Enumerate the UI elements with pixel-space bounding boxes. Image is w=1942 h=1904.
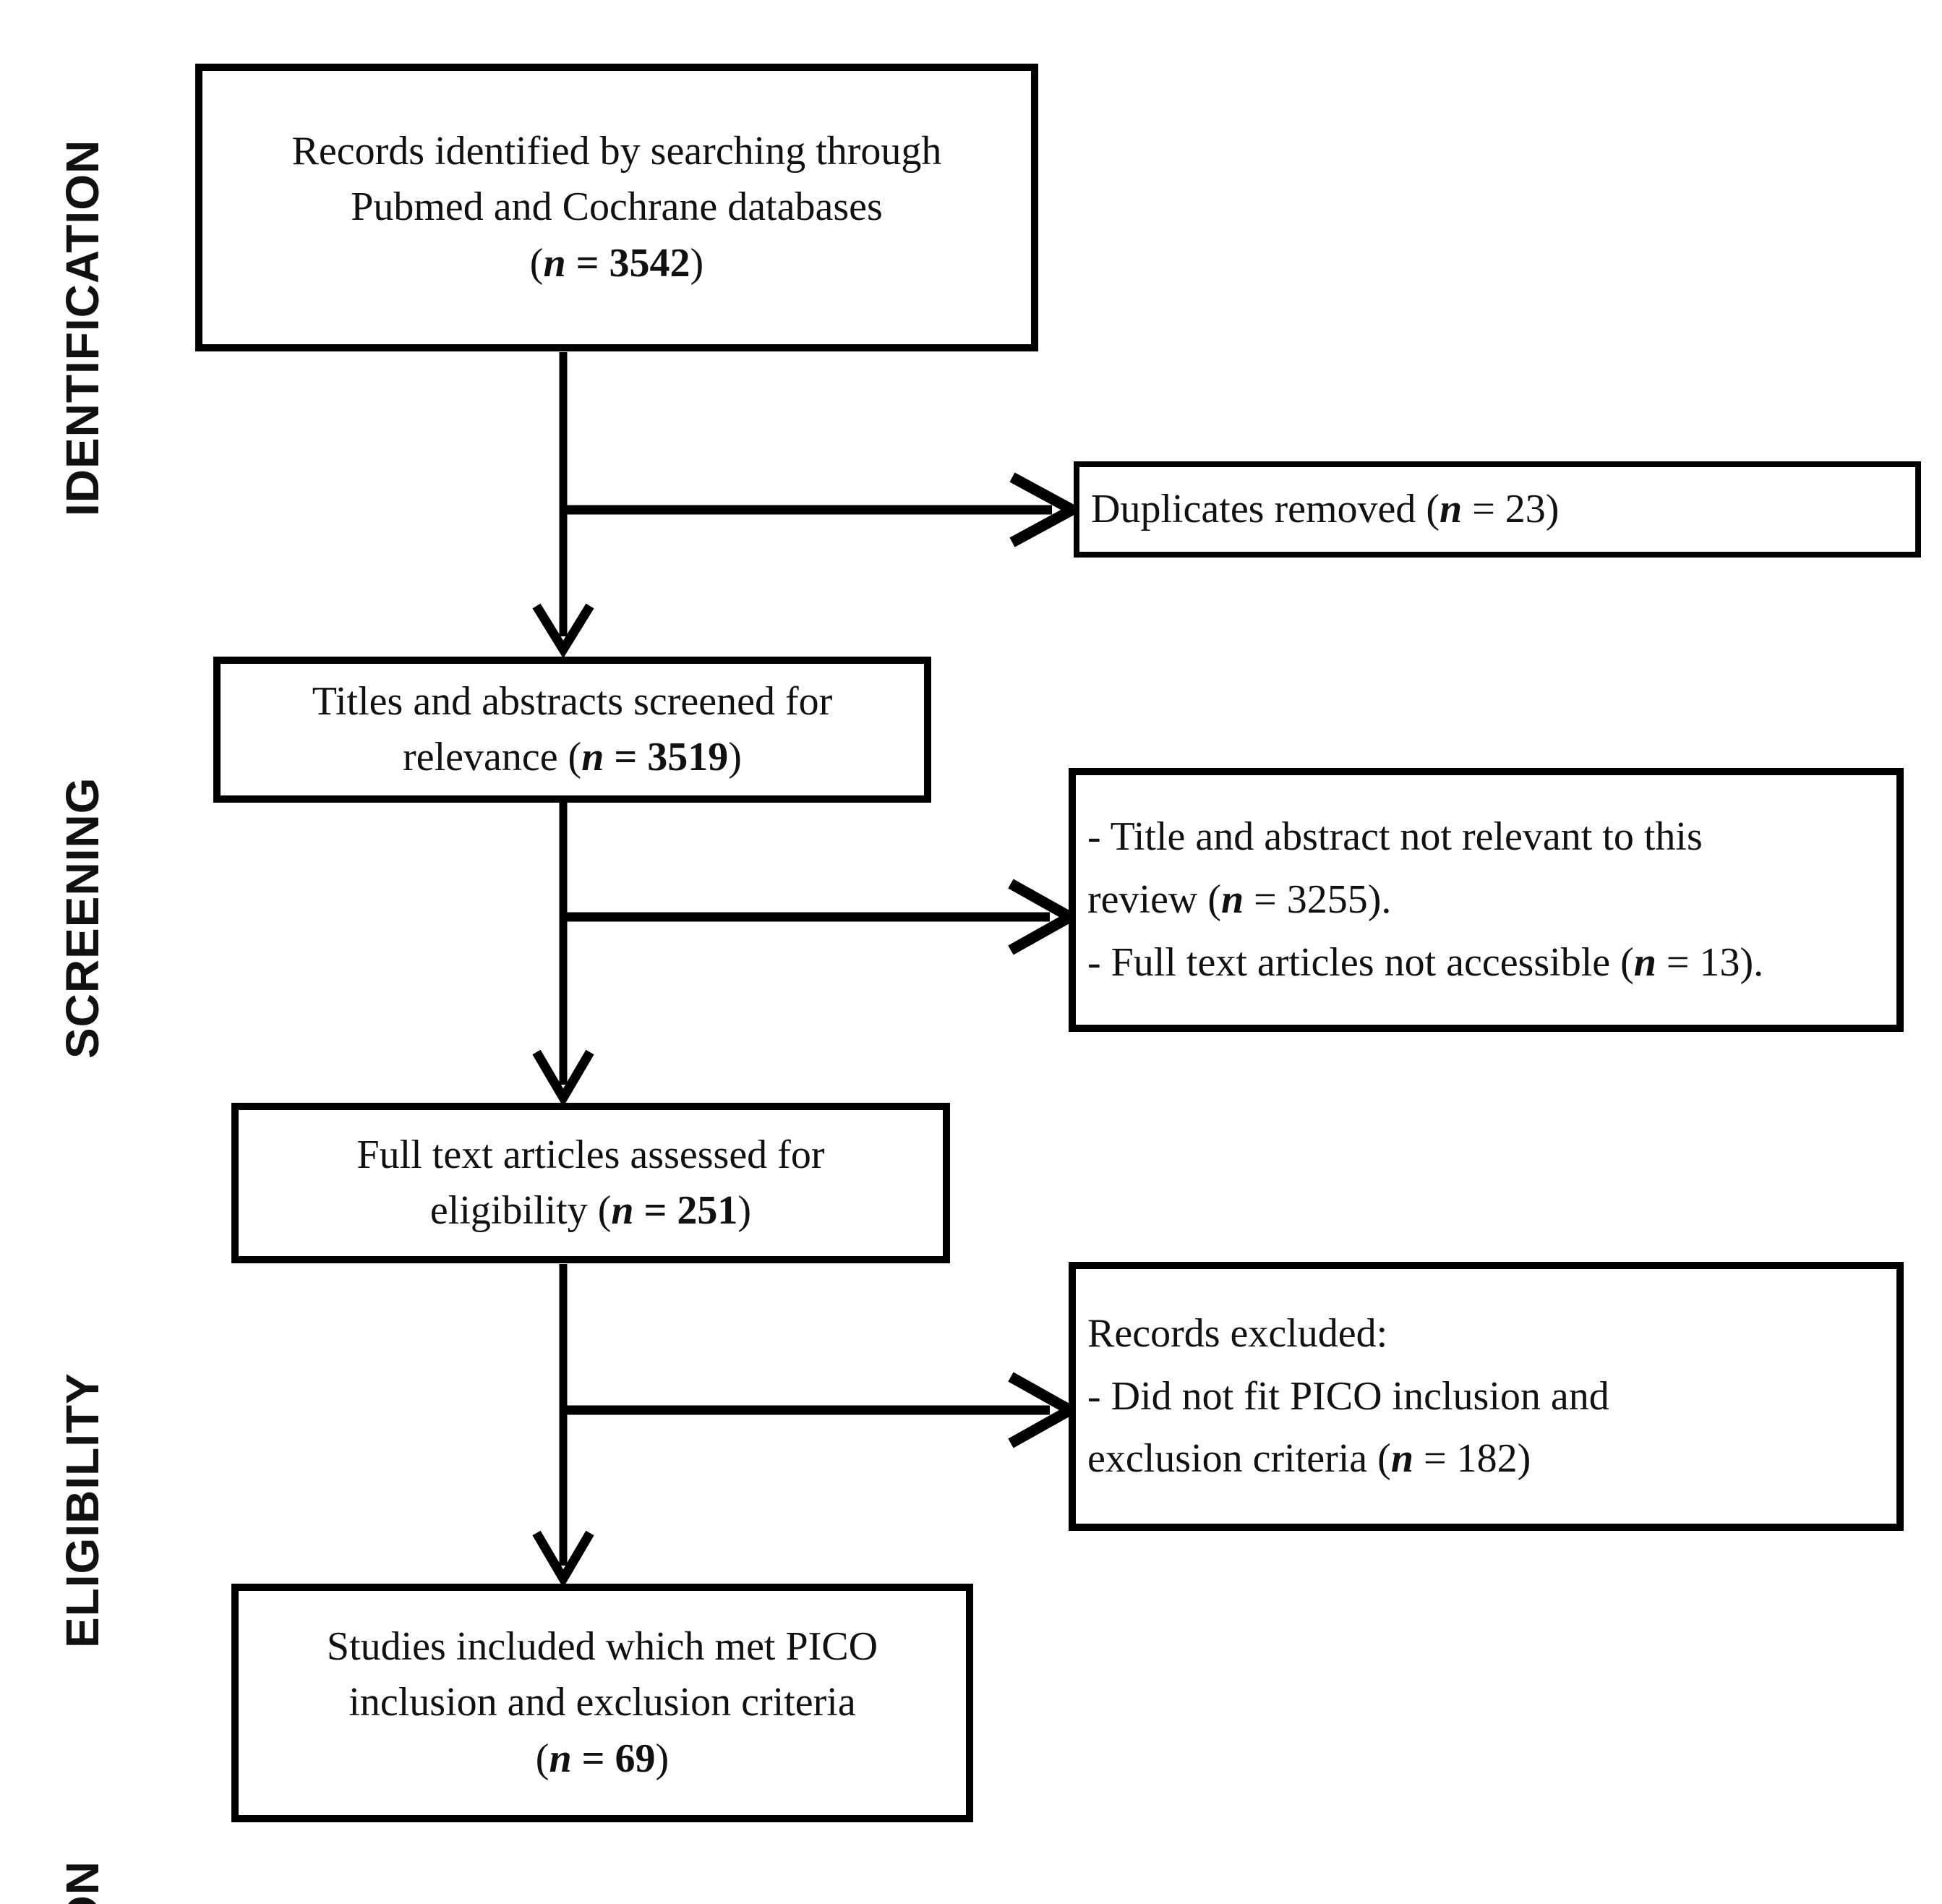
paren-close: ). [1740,939,1764,985]
n-value: 3255 [1286,877,1368,923]
n-equals: = [604,735,648,780]
n-variable: n [543,240,566,286]
n-value: 182 [1456,1436,1518,1482]
arrowhead-right-duplicates [1009,472,1084,547]
paren-open: ( [535,1736,549,1781]
arrowhead-down-screened [532,603,594,659]
review-label: review ( [1087,877,1222,923]
n-variable: n [1633,939,1656,985]
arrowhead-down-included [532,1530,594,1588]
screening-exclusions-text: - Title and abstract not relevant to thi… [1076,806,1896,994]
studies-included-line2: inclusion and exclusion criteria [348,1680,856,1725]
relevance-label: relevance ( [403,735,582,780]
box-duplicates-removed: Duplicates removed (n = 23) [1074,461,1921,558]
titles-screened-line1: Titles and abstracts screened for [312,678,833,724]
eligibility-label: eligibility ( [429,1188,612,1233]
n-value: 3542 [609,240,690,286]
phase-label-inclusion: INCLUSION [56,1832,108,1904]
n-equals: = [1656,939,1700,985]
duplicates-removed-text: Duplicates removed (n = 23) [1079,482,1915,537]
phase-label-identification: IDENTIFICATION [56,139,108,516]
box-full-text-assessed: Full text articles assessed for eligibil… [231,1103,950,1263]
box-titles-abstracts-screened: Titles and abstracts screened for releva… [213,657,931,803]
arrowhead-right-exclusions [1008,879,1082,955]
records-excluded-bullet-line1: - Did not fit PICO inclusion and [1087,1373,1609,1419]
studies-included-count: (n = 69) [250,1731,954,1787]
records-excluded-bullet-line2: exclusion criteria (n = 182) [1087,1427,1885,1490]
screening-exclusion-bullet2: - Full text articles not accessible (n =… [1087,931,1885,994]
box-screening-exclusions: - Title and abstract not relevant to thi… [1069,768,1904,1032]
n-value: 3519 [647,735,729,780]
paren-close: ) [655,1736,670,1781]
n-variable: n [611,1188,634,1233]
records-identified-count: (n = 3542) [214,236,1019,291]
n-variable: n [1440,486,1463,532]
phase-label-eligibility: ELIGIBILITY [56,1372,108,1648]
n-equals: = [1462,486,1505,532]
n-variable: n [581,735,604,780]
studies-included-line1: Studies included which met PICO [326,1624,878,1670]
duplicates-label: Duplicates removed ( [1091,486,1440,532]
arrowhead-down-fulltext [532,1049,594,1107]
n-variable: n [1390,1436,1413,1482]
screening-exclusion-bullet1-line1: - Title and abstract not relevant to thi… [1087,814,1703,860]
criteria-label: exclusion criteria ( [1087,1436,1391,1482]
n-value: 69 [615,1736,656,1781]
records-identified-line1: Records identified by searching through [291,129,942,174]
box-studies-included: Studies included which met PICO inclusio… [231,1584,973,1822]
records-excluded-text: Records excluded: - Did not fit PICO inc… [1076,1302,1896,1490]
arrowhead-right-excluded [1008,1372,1082,1448]
paren-open: ( [529,240,544,286]
n-variable: n [549,1736,572,1781]
n-variable: n [1221,877,1244,923]
n-value: 23 [1505,486,1546,532]
paren-close: ). [1367,877,1392,923]
full-text-assessed-line1: Full text articles assessed for [356,1132,825,1177]
records-identified-line2: Pubmed and Cochrane databases [351,184,883,230]
duplicates-removed-line: Duplicates removed (n = 23) [1091,482,1904,537]
paren-close: ) [690,240,704,286]
n-equals: = [565,240,609,286]
paren-close: ) [1545,486,1560,532]
box-records-identified: Records identified by searching through … [195,64,1038,351]
phase-label-screening: SCREENING [56,777,108,1059]
paren-close: ) [728,735,742,780]
full-text-assessed-text: Full text articles assessed for eligibil… [239,1127,943,1239]
studies-included-text: Studies included which met PICO inclusio… [239,1619,966,1787]
n-equals: = [633,1188,677,1233]
screening-exclusion-bullet1-line2: review (n = 3255). [1087,868,1885,931]
n-value: 251 [677,1188,738,1233]
full-text-assessed-line2: eligibility (n = 251) [250,1183,931,1239]
n-value: 13 [1699,939,1740,985]
records-excluded-heading: Records excluded: [1087,1310,1388,1356]
fulltext-access-label: - Full text articles not accessible ( [1087,939,1634,985]
paren-close: ) [737,1188,752,1233]
n-equals: = [1413,1436,1457,1482]
paren-close: ) [1517,1436,1531,1482]
titles-screened-text: Titles and abstracts screened for releva… [221,674,924,786]
n-equals: = [1244,877,1287,923]
records-identified-text: Records identified by searching through … [202,124,1031,291]
n-equals: = [571,1736,615,1781]
titles-screened-line2: relevance (n = 3519) [232,730,912,785]
box-records-excluded: Records excluded: - Did not fit PICO inc… [1069,1262,1904,1531]
